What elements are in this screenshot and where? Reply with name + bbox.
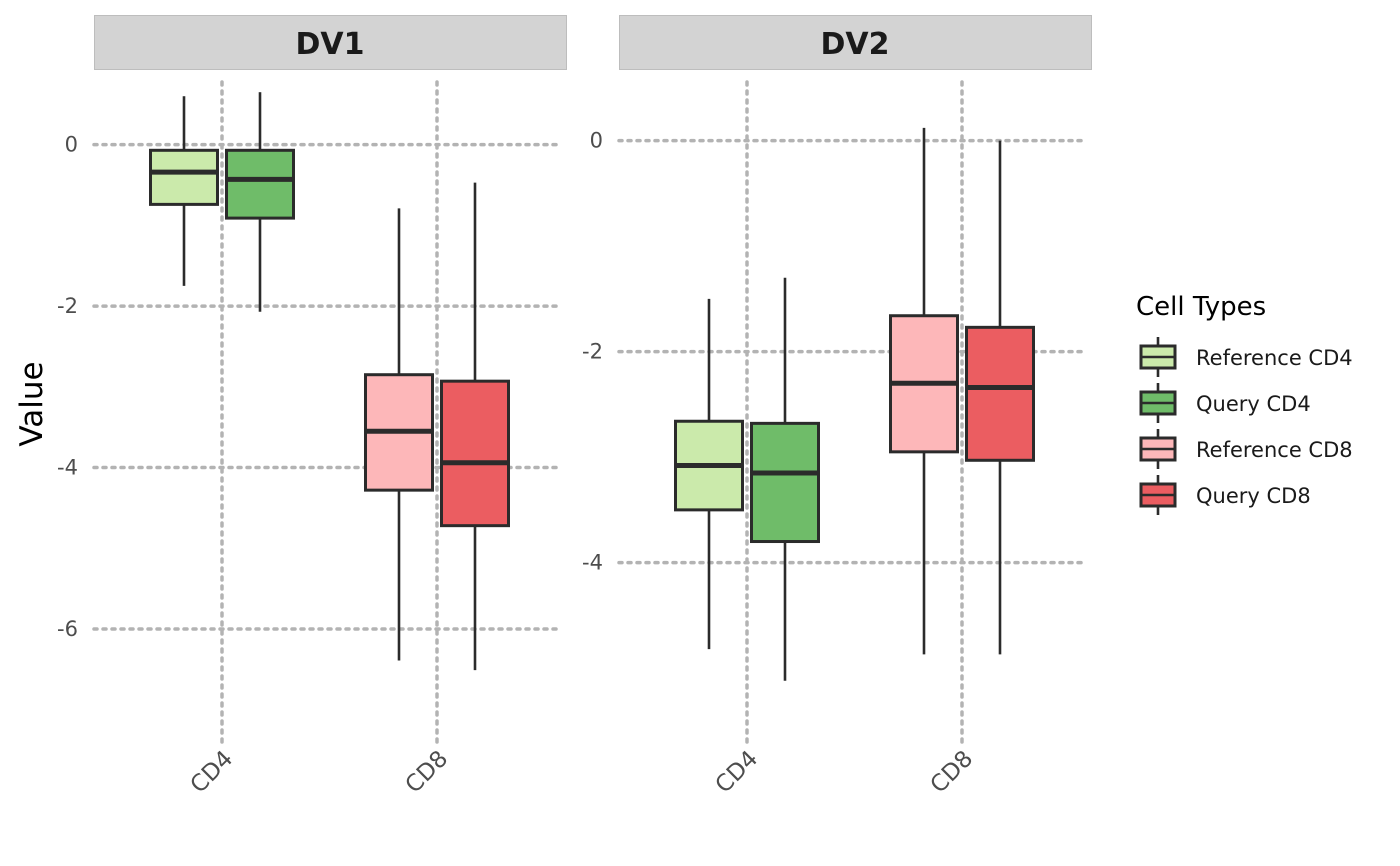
- dv1-box-query-cd8: [440, 182, 510, 671]
- box-body: [149, 148, 219, 206]
- box-body: [225, 148, 295, 220]
- box-body: [965, 325, 1035, 462]
- panel-dv2-title: DV2: [821, 27, 890, 62]
- dv1-x-tick-label-cd4: CD4: [186, 746, 239, 799]
- legend-item-query-cd8: Query CD8: [1139, 475, 1311, 515]
- legend-item-query-cd4: Query CD4: [1139, 383, 1311, 423]
- dv2-x-tick-label-cd4: CD4: [711, 746, 764, 799]
- dv1-x-tick-label-cd8: CD8: [401, 746, 454, 799]
- legend-item-reference-cd8: Reference CD8: [1139, 429, 1353, 469]
- dv1-box-reference-cd4: [149, 96, 219, 286]
- legend-item-reference-cd4: Reference CD4: [1139, 337, 1353, 377]
- dv1-y-tick-label: 0: [65, 133, 78, 157]
- dv1-box-reference-cd8: [364, 208, 434, 661]
- y-axis-title: Value: [14, 361, 50, 446]
- dv2-box-reference-cd8: [889, 127, 959, 655]
- panel-dv1-strip: [94, 15, 567, 70]
- legend-title: Cell Types: [1136, 292, 1266, 322]
- legend-label: Reference CD8: [1196, 438, 1353, 462]
- dv2-y-tick-label: 0: [590, 129, 603, 153]
- dv2-box-reference-cd4: [674, 298, 744, 650]
- legend-label: Query CD8: [1196, 484, 1311, 508]
- box-body: [440, 379, 510, 528]
- dv2-x-tick-label-cd8: CD8: [926, 746, 979, 799]
- dv2-box-query-cd8: [965, 140, 1035, 655]
- legend-label: Query CD4: [1196, 392, 1311, 416]
- dv1-y-tick-label: -4: [57, 456, 78, 480]
- panel-dv1-title: DV1: [296, 27, 365, 62]
- dv1-y-tick-label: -2: [57, 294, 78, 318]
- legend-label: Reference CD4: [1196, 346, 1353, 370]
- dv2-y-tick-label: -2: [582, 340, 603, 364]
- dv2-y-tick-label: -4: [582, 551, 603, 575]
- dv1-box-query-cd4: [225, 92, 295, 312]
- dv2-box-query-cd4: [750, 277, 820, 681]
- panel-dv2-strip: [619, 15, 1092, 70]
- dv1-y-tick-label: -6: [57, 617, 78, 641]
- box-body: [750, 421, 820, 544]
